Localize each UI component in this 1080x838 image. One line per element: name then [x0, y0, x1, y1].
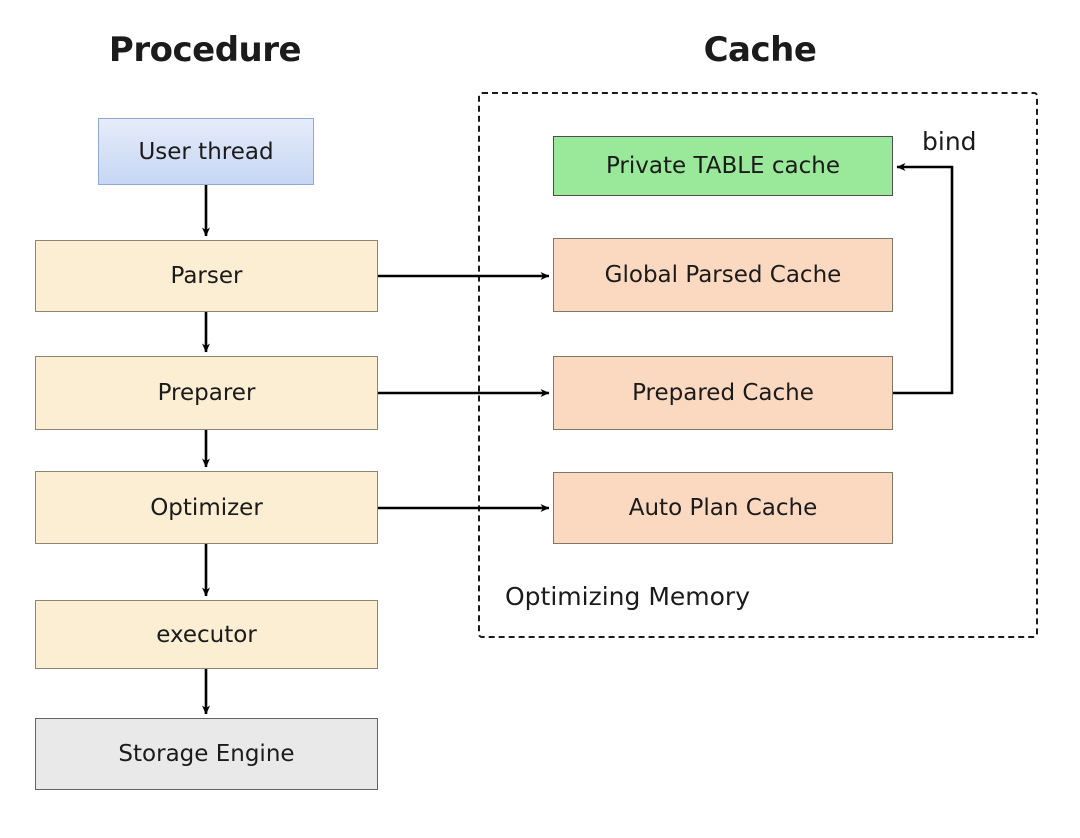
- node-parser[interactable]: Parser: [35, 240, 378, 312]
- bind-edge-label: bind: [922, 127, 977, 156]
- optimizing-memory-container: [478, 92, 1038, 638]
- node-user-thread[interactable]: User thread: [98, 118, 314, 185]
- node-parser-label: Parser: [170, 263, 243, 289]
- node-storage-engine-label: Storage Engine: [118, 741, 295, 767]
- node-storage-engine[interactable]: Storage Engine: [35, 718, 378, 790]
- node-user-thread-label: User thread: [138, 138, 274, 165]
- node-prepared-cache[interactable]: Prepared Cache: [553, 356, 893, 430]
- node-global-parsed-cache-label: Global Parsed Cache: [604, 262, 842, 288]
- node-global-parsed-cache[interactable]: Global Parsed Cache: [553, 238, 893, 312]
- optimizing-memory-label: Optimizing Memory: [505, 582, 750, 611]
- cache-column-title: Cache: [703, 30, 817, 70]
- node-executor-label: executor: [156, 621, 257, 648]
- node-optimizer[interactable]: Optimizer: [35, 471, 378, 544]
- node-auto-plan-cache[interactable]: Auto Plan Cache: [553, 472, 893, 544]
- procedure-column-title: Procedure: [108, 30, 302, 70]
- node-private-table-cache-label: Private TABLE cache: [605, 153, 841, 179]
- node-executor[interactable]: executor: [35, 600, 378, 669]
- node-optimizer-label: Optimizer: [150, 494, 263, 521]
- node-preparer-label: Preparer: [157, 380, 256, 406]
- node-auto-plan-cache-label: Auto Plan Cache: [628, 495, 818, 521]
- node-preparer[interactable]: Preparer: [35, 356, 378, 430]
- node-private-table-cache[interactable]: Private TABLE cache: [553, 136, 893, 196]
- node-prepared-cache-label: Prepared Cache: [632, 380, 814, 406]
